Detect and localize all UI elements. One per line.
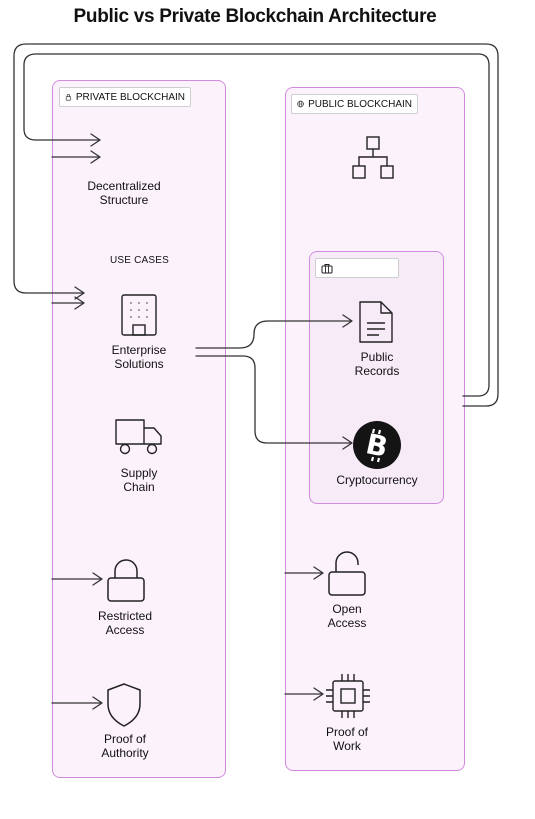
- enterprise-to-records-connector: [195, 314, 353, 349]
- open-access-arrow: [284, 566, 324, 580]
- enterprise-to-crypto-connector: [195, 355, 353, 450]
- public-records-label: Public Records: [354, 350, 400, 378]
- globe-icon: [297, 100, 304, 108]
- lock-icon: [65, 94, 72, 101]
- outer-loop-connector: [13, 43, 499, 407]
- middle-loop-connector: [23, 53, 490, 397]
- open-access-label: Open Access: [327, 602, 367, 630]
- restricted-access-label: Restricted Access: [97, 609, 153, 637]
- public-group-badge: [315, 258, 399, 278]
- diagram-title: Public vs Private Blockchain Architectur…: [73, 6, 437, 27]
- proof-of-work-arrow: [284, 687, 324, 701]
- decentralized-arrow-2: [51, 150, 101, 164]
- enterprise-arrow-2: [51, 296, 85, 310]
- lock-icon: [107, 559, 145, 602]
- private-blockchain-label: PRIVATE BLOCKCHAIN: [75, 91, 185, 103]
- building-icon: [121, 294, 157, 336]
- authority-arrow: [51, 696, 103, 710]
- document-icon: [359, 301, 393, 343]
- use-cases-heading: USE CASES: [110, 255, 170, 266]
- chip-icon: [326, 674, 370, 718]
- enterprise-arrow-1: [74, 286, 85, 300]
- bitcoin-icon: B: [353, 421, 401, 469]
- restricted-arrow: [51, 572, 103, 586]
- public-blockchain-badge: PUBLIC BLOCKCHAIN: [291, 94, 418, 114]
- hierarchy-icon: [352, 136, 394, 179]
- enterprise-solutions-label: Enterprise Solutions: [111, 343, 167, 371]
- briefcase-icon: [321, 263, 333, 273]
- proof-of-authority-label: Proof of Authority: [101, 732, 149, 760]
- private-blockchain-container: [52, 80, 226, 778]
- public-blockchain-label: PUBLIC BLOCKCHAIN: [308, 98, 412, 110]
- decentralized-arrow-1: [90, 133, 101, 147]
- proof-of-work-label: Proof of Work: [325, 725, 369, 753]
- decentralized-structure-label: Decentralized Structure: [87, 179, 161, 207]
- private-blockchain-badge: PRIVATE BLOCKCHAIN: [59, 87, 191, 107]
- unlock-icon: [328, 551, 366, 596]
- cryptocurrency-label: Cryptocurrency: [336, 473, 418, 487]
- truck-icon: [115, 419, 162, 455]
- shield-icon: [107, 683, 141, 727]
- supply-chain-label: Supply Chain: [120, 466, 158, 494]
